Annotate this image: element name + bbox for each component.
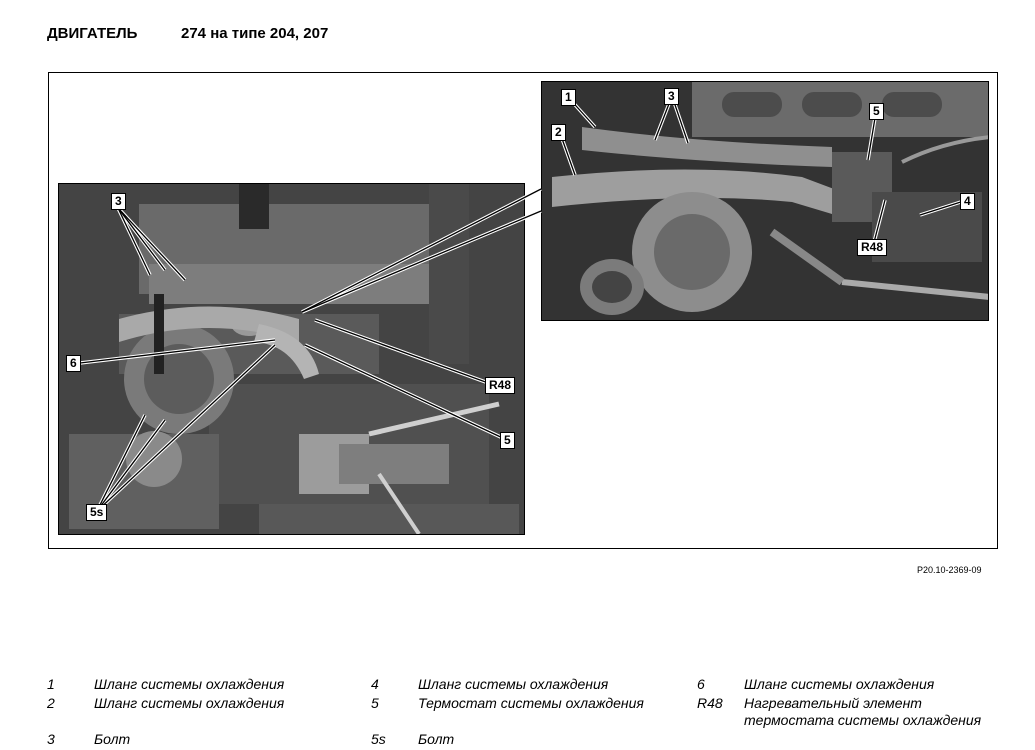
callout-main-6: 6 bbox=[66, 355, 81, 372]
callout-main-3: 3 bbox=[111, 193, 126, 210]
legend-text: Шланг системы охлаждения bbox=[418, 676, 609, 692]
header-title: ДВИГАТЕЛЬ bbox=[47, 25, 138, 42]
legend-number: 1 bbox=[47, 676, 55, 692]
legend-text: Болт bbox=[418, 731, 455, 747]
legend-number: 5 bbox=[371, 695, 379, 711]
legend-text: Нагревательный элемент термостата систем… bbox=[744, 695, 982, 728]
callout-main-5s: 5s bbox=[86, 504, 108, 521]
callout-main-R48: R48 bbox=[485, 377, 516, 394]
callout-inset-R48: R48 bbox=[857, 239, 888, 256]
figure-reference-code: P20.10-2369-09 bbox=[917, 565, 982, 575]
callout-inset-5: 5 bbox=[869, 103, 884, 120]
legend-text: Шланг системы охлаждения bbox=[94, 676, 285, 692]
legend-number: 5s bbox=[371, 731, 386, 747]
callout-inset-2: 2 bbox=[551, 124, 566, 141]
callout-inset-3: 3 bbox=[664, 88, 679, 105]
page-header: ДВИГАТЕЛЬ 274 на типе 204, 207 bbox=[47, 25, 328, 42]
legend-text: Шланг системы охлаждения bbox=[744, 676, 935, 692]
legend-number: 6 bbox=[697, 676, 705, 692]
callout-inset-4: 4 bbox=[960, 193, 975, 210]
legend-number: 2 bbox=[47, 695, 55, 711]
legend-text: Болт bbox=[94, 731, 131, 747]
legend-number: R48 bbox=[697, 695, 723, 711]
callout-main-5: 5 bbox=[500, 432, 515, 449]
legend-number: 4 bbox=[371, 676, 379, 692]
legend-text: Термостат системы охлаждения bbox=[418, 695, 644, 711]
legend-number: 3 bbox=[47, 731, 55, 747]
callout-inset-1: 1 bbox=[561, 89, 576, 106]
legend-text: Шланг системы охлаждения bbox=[94, 695, 285, 711]
header-model: 274 на типе 204, 207 bbox=[181, 25, 329, 42]
